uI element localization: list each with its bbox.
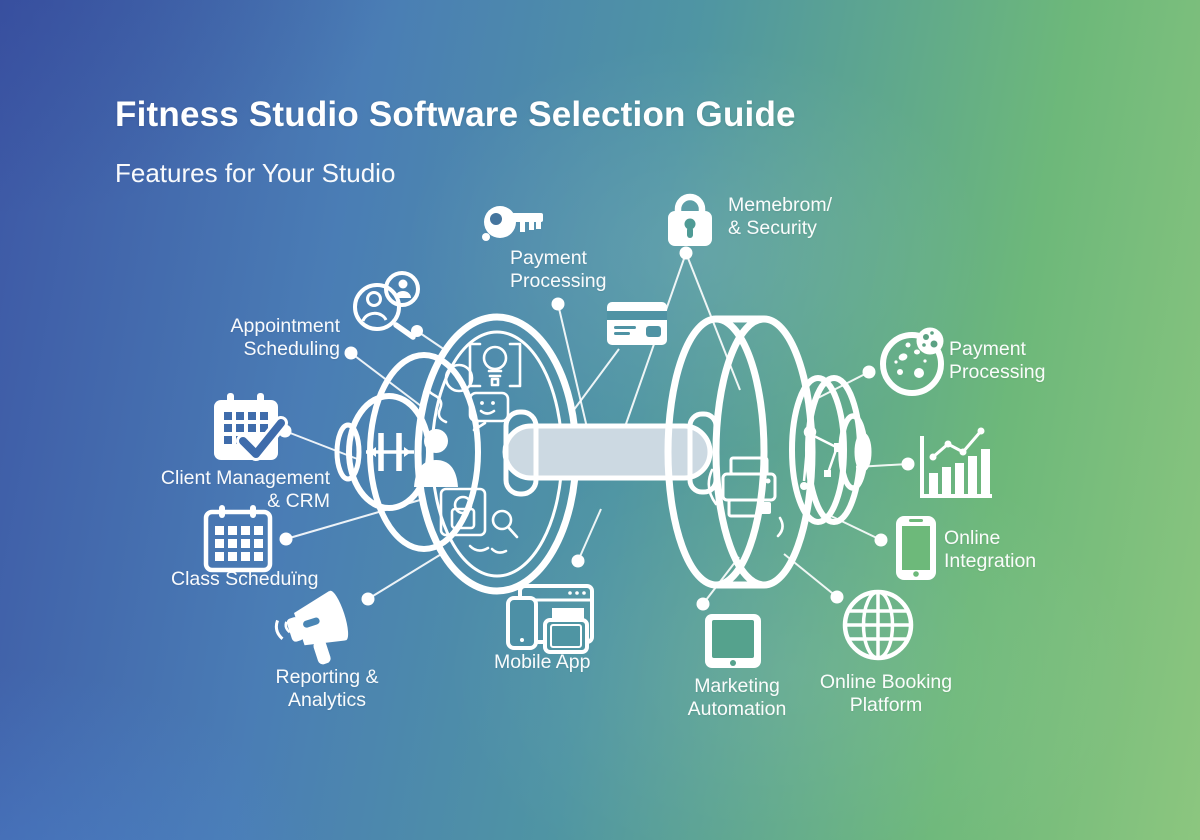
page-title: Fitness Studio Software Selection Guide [115,95,796,134]
label-mobile-app: Mobile App [494,651,591,673]
dumbbell-left-plates [334,313,580,595]
label-client-management-crm: Client Management& CRM [160,467,330,512]
smartphone-icon [896,516,936,580]
person-silhouette-icon [414,429,458,487]
dumbbell-right-plates [664,315,872,589]
left-plate-doodles [414,342,522,554]
right-plate-doodles [707,425,843,538]
lightbulb-doodle-icon [468,342,522,388]
coins-icon [880,327,944,396]
label-reporting-analytics: Reporting &Analytics [275,666,379,711]
bar-chart-icon [920,427,992,498]
circle-doodle [444,363,474,393]
label-membership-security: Memebrom/& Security [728,194,833,239]
chat-bubble-doodle-icon [468,391,510,432]
people-search-icon [353,271,420,340]
node-graph-doodle-icon [800,425,843,490]
lock-doodle-icon [439,487,487,537]
key-icon [482,206,543,241]
header: Fitness Studio Software Selection Guide … [115,95,796,189]
lock-icon [668,193,712,246]
page-subtitle: Features for Your Studio [115,158,396,188]
tablet-icon [705,614,761,668]
label-class-scheduling: Class Scheduïng [171,568,319,590]
calendar-check-icon [214,393,288,461]
megaphone-icon [274,590,349,665]
mini-dumbbell-icon [366,433,414,471]
squiggle-doodle [468,544,508,554]
credit-card-icon [607,302,667,345]
devices-icon [506,584,594,654]
calendar-grid-icon [203,505,273,573]
magnifier-doodle-icon [491,509,519,539]
globe-icon [842,589,914,661]
printer-doodle-icon [707,456,784,538]
dumbbell-handle [502,409,719,497]
squiggle-doodle [426,378,448,424]
